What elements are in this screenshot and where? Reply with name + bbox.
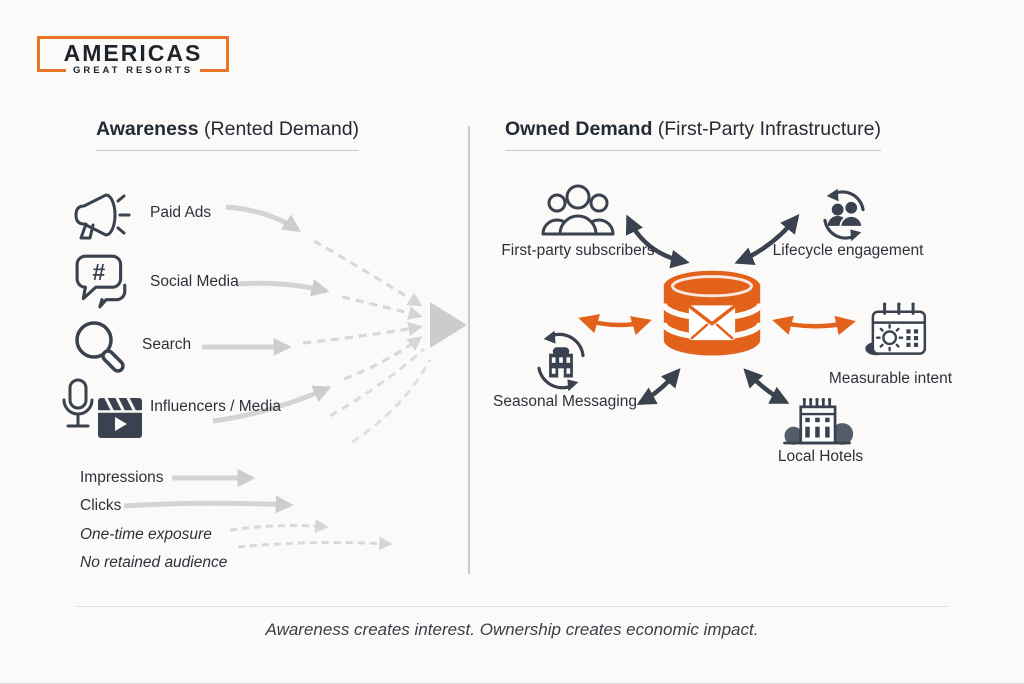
owned-demand-heading-rest: (First-Party Infrastructure) [652, 118, 881, 140]
logo-wordmark: AMERICAS [63, 40, 203, 66]
calendar-sun-icon [865, 302, 927, 356]
node-label-local-hotels: Local Hotels [777, 448, 864, 465]
channel-label-social-media: Social Media [150, 273, 239, 290]
date-grid-glyph [906, 329, 919, 347]
clapperboard-part [96, 396, 144, 438]
awareness-heading: Awareness (Rented Demand) [96, 118, 360, 151]
metric-label-impressions: Impressions [80, 469, 164, 486]
metric-label-no-retained-audience: No retained audience [80, 554, 228, 571]
converging-arrows [202, 204, 467, 444]
hub-dark-arrows [625, 214, 800, 405]
owned-demand-heading: Owned Demand (First-Party Infrastructure… [505, 118, 881, 151]
megaphone-icon [74, 193, 131, 240]
panel-divider [468, 126, 470, 574]
magnifier-icon [75, 321, 125, 373]
footer-divider [76, 606, 948, 607]
node-label-measurable-intent: Measurable intent [828, 370, 953, 387]
hub-orange-arrows [578, 314, 856, 336]
microphone-clapperboard-icon [62, 378, 144, 438]
big-convergence-arrowhead [430, 302, 467, 348]
metric-label-one-time-exposure: One-time exposure [80, 526, 212, 543]
envelope-glyph [688, 305, 736, 341]
node-label-first-party-subscribers: First-party subscribers [501, 242, 655, 259]
awareness-heading-rest: (Rented Demand) [198, 118, 360, 140]
owned-demand-heading-bold: Owned Demand [505, 118, 653, 140]
people-group-icon [541, 184, 615, 236]
hashtag-speech-bubble-icon: # [75, 254, 127, 309]
hashtag-glyph: # [93, 259, 106, 285]
channel-label-search: Search [142, 336, 192, 353]
channel-label-influencers-media: Influencers / Media [150, 398, 281, 415]
sun-glyph [875, 323, 904, 352]
hotel-building-icon [783, 397, 854, 445]
americas-great-resorts-logo: AMERICAS GREAT RESORTS [37, 36, 229, 76]
footer-caption: Awareness creates interest. Ownership cr… [265, 620, 759, 639]
metric-label-clicks: Clicks [80, 497, 122, 514]
metric-arrows [123, 469, 393, 551]
people-refresh-cycle-icon [823, 188, 865, 242]
node-label-seasonal-messaging: Seasonal Messaging [493, 393, 637, 410]
building-refresh-cycle-icon [537, 330, 585, 392]
awareness-heading-bold: Awareness [96, 118, 199, 140]
node-label-lifecycle-engagement: Lifecycle engagement [772, 242, 924, 259]
logo-tagline: GREAT RESORTS [65, 65, 201, 76]
channel-label-paid-ads: Paid Ads [150, 204, 212, 221]
email-database-cylinder-icon [660, 270, 764, 356]
